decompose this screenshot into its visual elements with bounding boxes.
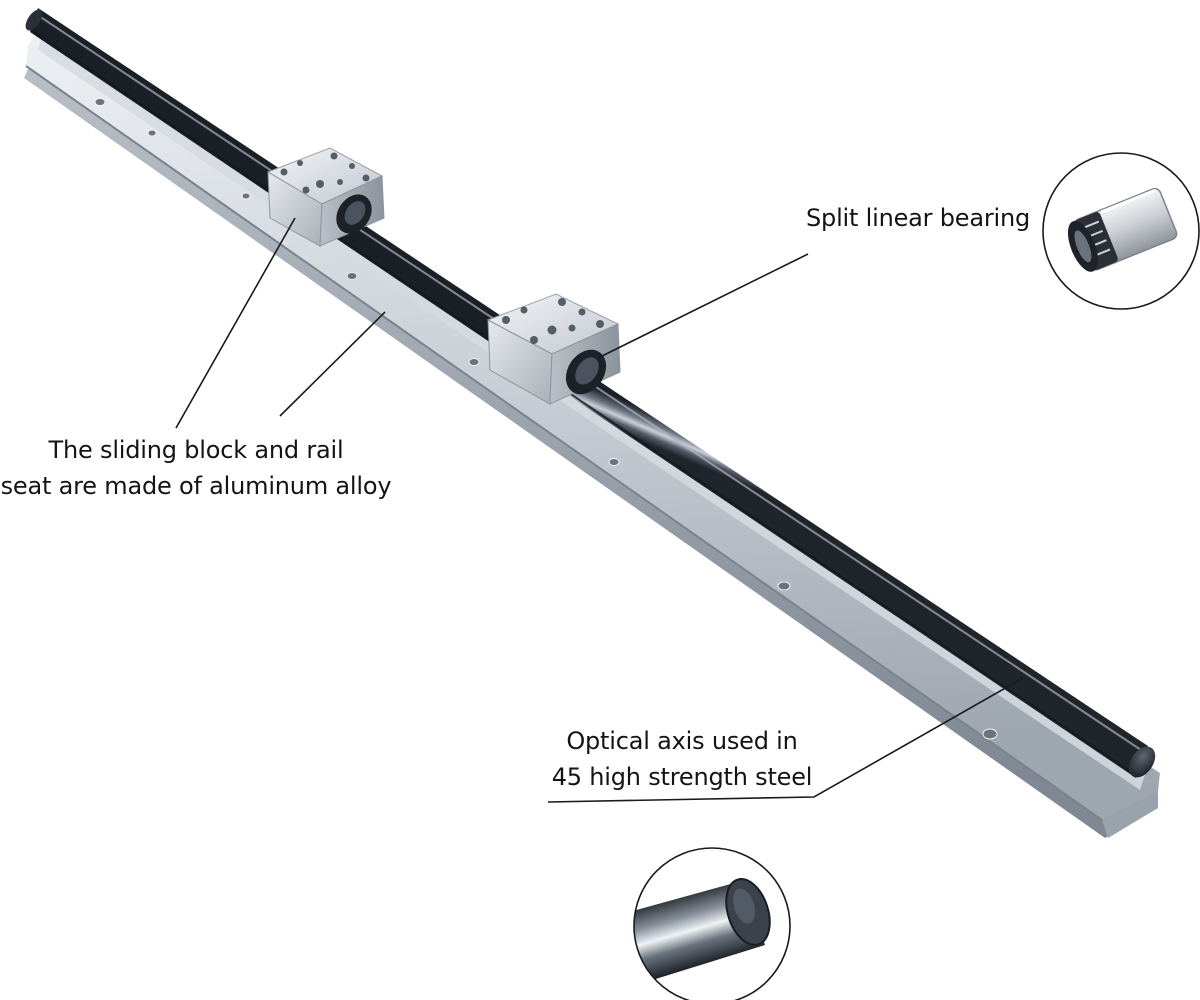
sliding-block-2: [486, 293, 621, 405]
callout-block-line-1: The sliding block and rail: [48, 436, 344, 464]
bearing-inset: [1042, 152, 1200, 310]
sliding-block-1: [266, 147, 385, 247]
callout-optical-axis: Optical axis used in 45 high strength st…: [548, 723, 816, 795]
leader-line-shaft: [547, 677, 1024, 803]
rail-base: [24, 22, 1161, 838]
shaft-inset: [633, 847, 791, 1000]
leader-line-bearing: [597, 253, 809, 359]
callout-split-linear-bearing: Split linear bearing: [806, 200, 1030, 236]
optical-shaft: [25, 8, 1156, 778]
callout-block-line-2: seat are made of aluminum alloy: [0, 472, 392, 500]
callout-sliding-block: The sliding block and rail seat are made…: [0, 432, 392, 504]
callout-shaft-line-2: 45 high strength steel: [551, 763, 813, 791]
mounting-holes: [94, 98, 998, 740]
leader-line-rail: [279, 311, 386, 417]
callout-bearing-text: Split linear bearing: [806, 204, 1031, 232]
leader-lines: [175, 217, 1024, 803]
callout-shaft-line-1: Optical axis used in: [566, 727, 798, 755]
leader-line-block: [175, 217, 296, 429]
